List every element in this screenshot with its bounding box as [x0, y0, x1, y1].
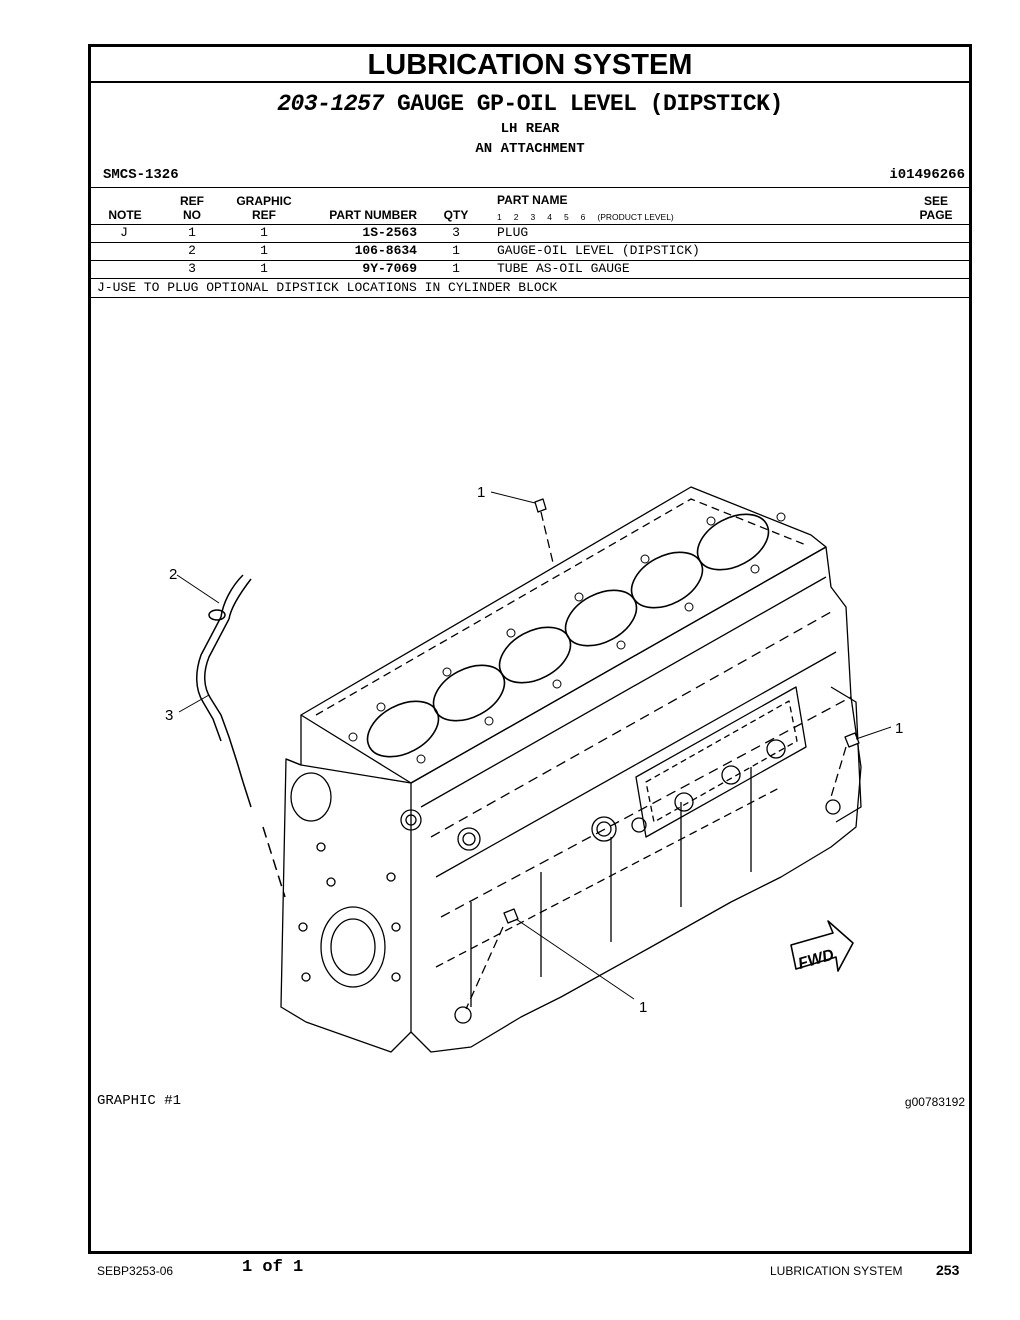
block-deck-outline — [300, 486, 827, 784]
block-front-face — [280, 715, 412, 1053]
cell-part-name: PLUG — [497, 225, 529, 240]
cell-part-number: 1S-2563 — [362, 225, 417, 240]
section-title: LUBRICATION SYSTEM — [91, 47, 969, 83]
product-level: 1 — [497, 212, 502, 222]
cell-part-number: 9Y-7069 — [362, 261, 417, 276]
footnote: J-USE TO PLUG OPTIONAL DIPSTICK LOCATION… — [97, 280, 558, 295]
product-level: 3 — [530, 212, 536, 222]
header-see-top: SEE — [923, 194, 948, 208]
plug-bottom — [454, 908, 519, 1024]
cell-part-name: TUBE AS-OIL GAUGE — [497, 261, 630, 276]
footer-page-number: 253 — [936, 1262, 960, 1278]
graphic-id: g00783192 — [904, 1095, 965, 1109]
dipstick-assembly — [196, 574, 286, 898]
table-row: J 1 1 1S-2563 3 PLUG — [91, 224, 969, 242]
page-frame: LUBRICATION SYSTEM 203-1257 GAUGE GP-OIL… — [88, 44, 972, 1254]
product-level-label: (PRODUCT LEVEL) — [597, 212, 674, 222]
cell-note: J — [120, 225, 128, 240]
front-bore — [290, 772, 332, 822]
plug-top — [534, 498, 555, 568]
callout-label: 1 — [895, 720, 903, 737]
block-side-face — [410, 546, 862, 1053]
cell-qty: 1 — [452, 261, 460, 276]
cell-part-name: GAUGE-OIL LEVEL (DIPSTICK) — [497, 243, 700, 258]
table-row: 3 1 9Y-7069 1 TUBE AS-OIL GAUGE — [91, 260, 969, 278]
head-bolt-holes — [348, 512, 786, 764]
divider — [91, 187, 969, 188]
cylinder-bores — [366, 513, 770, 758]
leader-line — [490, 491, 536, 504]
cell-part-number: 106-8634 — [354, 243, 417, 258]
info-id: i01496266 — [889, 167, 965, 183]
header-qty: QTY — [443, 208, 469, 222]
header-divider — [91, 224, 969, 225]
leader-line — [176, 574, 220, 604]
cell-qty: 3 — [452, 225, 460, 240]
plug-right — [830, 732, 860, 798]
product-level: 2 — [513, 212, 519, 222]
callout-label: 3 — [165, 707, 173, 724]
header-part-number: PART NUMBER — [329, 208, 417, 222]
group-heading: 203-1257 GAUGE GP-OIL LEVEL (DIPSTICK) — [91, 91, 969, 117]
group-number: 203-1257 — [277, 91, 384, 117]
fwd-arrow-icon: FWD — [790, 920, 854, 973]
leader-line — [515, 918, 635, 1000]
cell-graphic-ref: 1 — [260, 243, 268, 258]
graphic-label: GRAPHIC #1 — [97, 1093, 182, 1109]
header-note: NOTE — [108, 208, 142, 222]
product-level: 6 — [580, 212, 586, 222]
cell-qty: 1 — [452, 243, 460, 258]
callout-label: 1 — [477, 484, 485, 501]
core-plug — [591, 816, 617, 842]
product-level: 5 — [563, 212, 569, 222]
header-ref-top: REF — [180, 194, 204, 208]
callout-label: 1 — [639, 999, 647, 1016]
cell-graphic-ref: 1 — [260, 225, 268, 240]
cell-ref: 1 — [188, 225, 196, 240]
crankshaft-bore — [320, 906, 386, 988]
header-graphic-bottom: REF — [252, 208, 276, 222]
leader-line — [178, 694, 210, 713]
cell-ref: 3 — [188, 261, 196, 276]
product-levels: 1 2 3 4 5 6 (PRODUCT LEVEL) — [497, 212, 674, 222]
header-graphic-top: GRAPHIC — [236, 194, 292, 208]
row-divider — [91, 242, 969, 243]
footer-page-of: 1 of 1 — [242, 1258, 304, 1277]
footer-section: LUBRICATION SYSTEM — [770, 1264, 903, 1278]
engine-block-drawing: 1 2 3 1 1 — [165, 484, 903, 1053]
core-plug — [457, 827, 481, 851]
row-divider — [91, 260, 969, 261]
group-name: GAUGE GP-OIL LEVEL (DIPSTICK) — [396, 91, 783, 117]
subtitle-attachment: AN ATTACHMENT — [475, 141, 585, 157]
footnote-divider — [91, 297, 969, 298]
footer-doc-number: SEBP3253-06 — [97, 1264, 174, 1278]
cell-graphic-ref: 1 — [260, 261, 268, 276]
callout-label: 2 — [169, 566, 177, 583]
smcs-code: SMCS-1326 — [103, 167, 179, 183]
leader-line — [855, 726, 892, 740]
row-divider — [91, 278, 969, 279]
side-cover — [635, 686, 807, 838]
header-ref-bottom: NO — [183, 208, 201, 222]
table-row: 2 1 106-8634 1 GAUGE-OIL LEVEL (DIPSTICK… — [91, 242, 969, 260]
product-level: 4 — [547, 212, 552, 222]
subtitle-lh-rear: LH REAR — [500, 121, 560, 137]
cell-ref: 2 — [188, 243, 196, 258]
header-part-name: PART NAME — [497, 193, 568, 207]
header-see-bottom: PAGE — [919, 208, 953, 222]
